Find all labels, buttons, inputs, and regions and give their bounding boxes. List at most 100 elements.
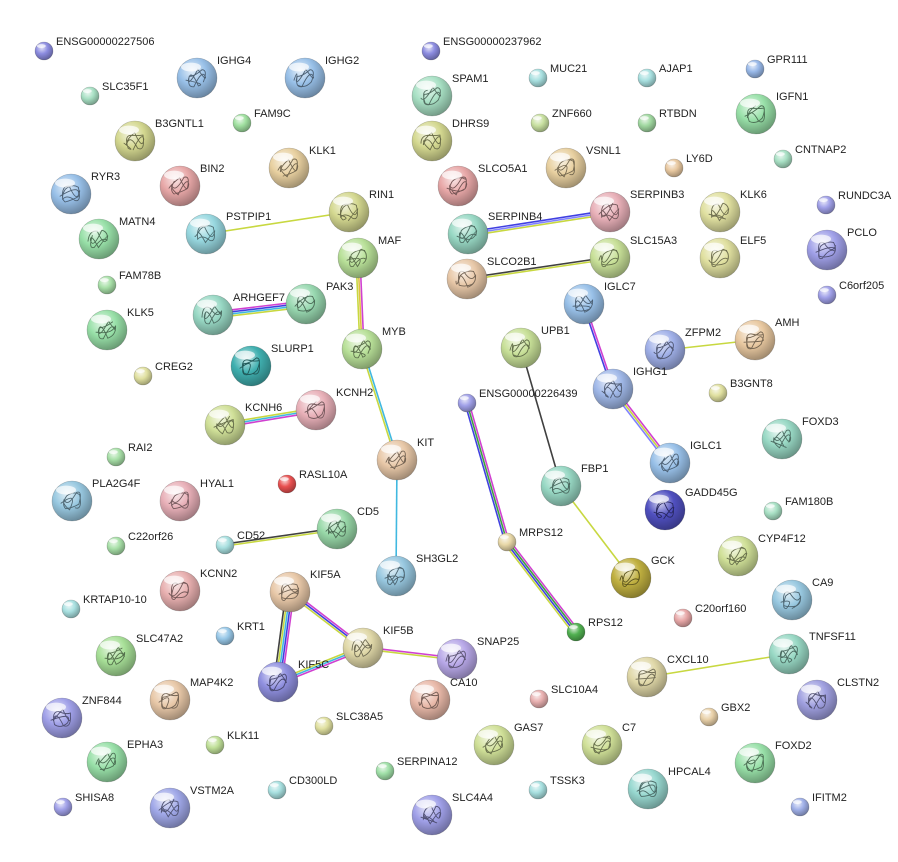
node-hpcal4[interactable]: HPCAL4 [627,766,711,810]
node-sphere[interactable] [589,191,631,233]
node-sphere[interactable] [215,535,235,555]
node-sphere[interactable] [699,191,741,233]
node-fam78b[interactable]: FAM78B [97,270,161,295]
node-sphere[interactable] [446,258,488,300]
node-kif5c[interactable]: KIF5C [257,659,329,703]
node-sphere[interactable] [314,716,334,736]
node-sphere[interactable] [204,404,246,446]
node-sphere[interactable] [540,465,582,507]
node-sphere[interactable] [230,345,272,387]
node-sphere[interactable] [376,439,418,481]
node-c6orf205[interactable]: C6orf205 [817,280,884,305]
node-sphere[interactable] [735,93,777,135]
node-sphere[interactable] [816,195,836,215]
node-sphere[interactable] [106,536,126,556]
node-slco2b1[interactable]: SLCO2B1 [446,256,537,300]
node-sphere[interactable] [328,191,370,233]
node-sphere[interactable] [563,283,605,325]
node-sphere[interactable] [530,113,550,133]
node-sphere[interactable] [644,489,686,531]
node-foxd3[interactable]: FOXD3 [761,416,839,460]
node-rtbdn[interactable]: RTBDN [637,108,697,133]
node-sphere[interactable] [411,794,453,836]
node-sphere[interactable] [149,679,191,721]
node-pla2g4f[interactable]: PLA2G4F [51,478,141,522]
node-epha3[interactable]: EPHA3 [86,739,163,783]
node-sphere[interactable] [78,218,120,260]
node-sphere[interactable] [437,165,479,207]
node-sphere[interactable] [817,285,837,305]
node-cd300ld[interactable]: CD300LD [267,775,337,800]
node-sphere[interactable] [763,501,783,521]
node-fam180b[interactable]: FAM180B [763,496,833,521]
node-ajap1[interactable]: AJAP1 [637,63,693,88]
node-ryr3[interactable]: RYR3 [50,171,120,215]
node-sphere[interactable] [589,237,631,279]
node-znf660[interactable]: ZNF660 [530,108,592,133]
node-klk1[interactable]: KLK1 [268,145,336,189]
node-gadd45g[interactable]: GADD45G [644,487,738,531]
node-sphere[interactable] [176,57,218,99]
node-ly6d[interactable]: LY6D [664,153,713,178]
node-slco5a1[interactable]: SLCO5A1 [437,163,528,207]
node-cd5[interactable]: CD5 [316,506,379,550]
node-kcnh2[interactable]: KCNH2 [295,387,373,431]
node-ensg00000227506[interactable]: ENSG00000227506 [34,36,154,61]
node-sphere[interactable] [699,237,741,279]
node-ensg00000237962[interactable]: ENSG00000237962 [421,36,541,61]
node-b3gnt8[interactable]: B3GNT8 [708,378,773,403]
node-sphere[interactable] [375,761,395,781]
node-spam1[interactable]: SPAM1 [411,73,488,117]
node-sphere[interactable] [627,768,669,810]
node-gas7[interactable]: GAS7 [473,722,543,766]
node-sphere[interactable] [717,535,759,577]
node-cxcl10[interactable]: CXCL10 [626,654,709,698]
node-sphere[interactable] [592,368,634,410]
node-sphere[interactable] [257,661,299,703]
node-sphere[interactable] [806,229,848,271]
node-sphere[interactable] [761,418,803,460]
node-maf[interactable]: MAF [337,235,402,279]
node-tssk3[interactable]: TSSK3 [528,775,585,800]
node-gbx2[interactable]: GBX2 [699,702,750,727]
edge-upb1-fbp1[interactable] [520,347,562,487]
node-sphere[interactable] [734,319,776,361]
node-sphere[interactable] [473,724,515,766]
node-fam9c[interactable]: FAM9C [232,108,291,133]
edge-serpinb4-serpinb3[interactable] [467,209,611,237]
node-krtap10-10[interactable]: KRTAP10-10 [61,594,147,619]
node-kcnh6[interactable]: KCNH6 [204,402,282,446]
node-myb[interactable]: MYB [341,326,406,370]
node-sphere[interactable] [699,707,719,727]
node-sphere[interactable] [159,480,201,522]
node-sphere[interactable] [411,120,453,162]
edge-rin1-pstpip1[interactable] [205,211,350,235]
node-sphere[interactable] [664,158,684,178]
node-rps12[interactable]: RPS12 [566,617,623,642]
edge-slco2b1-slc15a3[interactable] [466,256,611,281]
node-sphere[interactable] [159,165,201,207]
node-pclo[interactable]: PCLO [806,227,877,271]
node-sphere[interactable] [409,679,451,721]
node-sphere[interactable] [185,213,227,255]
node-elf5[interactable]: ELF5 [699,235,766,279]
node-kcnn2[interactable]: KCNN2 [159,568,237,612]
node-sphere[interactable] [566,622,586,642]
node-upb1[interactable]: UPB1 [500,325,570,369]
node-sphere[interactable] [497,532,517,552]
node-sphere[interactable] [205,735,225,755]
edge-cxcl10-tnfsf11[interactable] [646,653,790,678]
node-shisa8[interactable]: SHISA8 [53,792,114,817]
node-sphere[interactable] [133,366,153,386]
node-serpinb4[interactable]: SERPINB4 [447,211,542,255]
node-sphere[interactable] [768,633,810,675]
node-sphere[interactable] [581,724,623,766]
node-sphere[interactable] [268,147,310,189]
node-map4k2[interactable]: MAP4K2 [149,677,233,721]
node-cd52[interactable]: CD52 [215,530,265,555]
node-creg2[interactable]: CREG2 [133,361,193,386]
node-sphere[interactable] [771,579,813,621]
node-sphere[interactable] [95,635,137,677]
node-gck[interactable]: GCK [610,555,676,599]
node-zfpm2[interactable]: ZFPM2 [644,327,721,371]
